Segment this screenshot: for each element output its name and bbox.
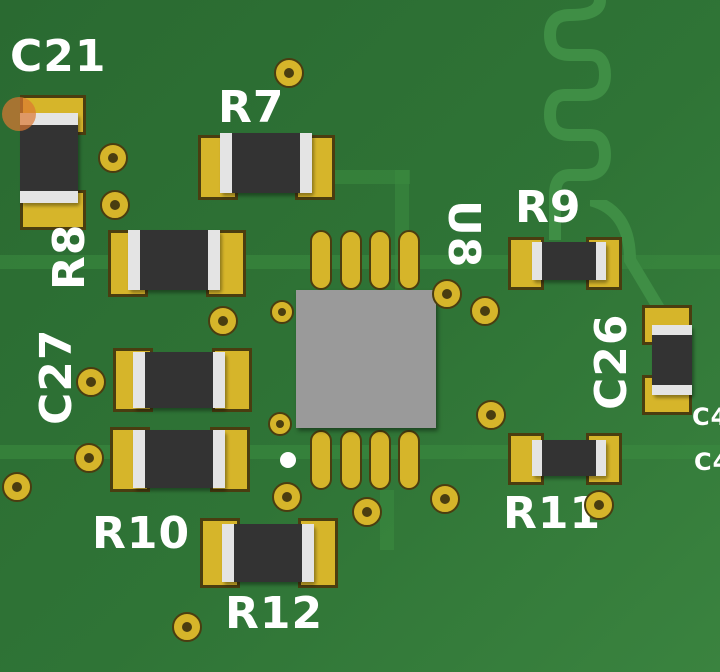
via [74, 443, 104, 473]
terminal-cap [652, 385, 692, 395]
label-r12: R12 [225, 588, 324, 639]
resistor-r10[interactable] [133, 430, 225, 488]
ic-pin [369, 430, 391, 490]
label-c27: C27 [31, 328, 82, 425]
via [208, 306, 238, 336]
serpentine-trace [543, 0, 612, 240]
pin1-marker [2, 97, 36, 131]
terminal-cap [20, 191, 78, 203]
terminal-cap [222, 524, 234, 582]
via [268, 412, 292, 436]
resistor-r12[interactable] [222, 524, 314, 582]
ic-pin [310, 430, 332, 490]
label-r7: R7 [218, 82, 285, 133]
label-c4-partial: C4 [694, 448, 720, 476]
capacitor-c21[interactable] [20, 113, 78, 203]
terminal-cap [128, 230, 140, 290]
ic-pin [340, 430, 362, 490]
trace [380, 490, 394, 550]
via [432, 279, 462, 309]
terminal-cap [652, 325, 692, 335]
terminal-cap [213, 352, 225, 408]
ic-pin [310, 230, 332, 290]
terminal-cap [532, 440, 542, 476]
via [100, 190, 130, 220]
label-r11: R11 [503, 488, 602, 539]
trace [330, 170, 410, 184]
ic-pin [398, 230, 420, 290]
terminal-cap [302, 524, 314, 582]
terminal-cap [532, 242, 542, 280]
capacitor-c26[interactable] [652, 325, 692, 395]
via [76, 367, 106, 397]
via [172, 612, 202, 642]
label-c21: C21 [10, 31, 107, 82]
via [430, 484, 460, 514]
label-c26: C26 [586, 313, 637, 410]
resistor-r8[interactable] [128, 230, 220, 290]
terminal-cap [220, 133, 232, 193]
via [2, 472, 32, 502]
terminal-cap [596, 242, 606, 280]
ic-u8[interactable] [296, 290, 436, 428]
via [270, 300, 294, 324]
label-r8: R8 [44, 223, 95, 291]
via [274, 58, 304, 88]
label-r9: R9 [515, 182, 582, 233]
via [470, 296, 500, 326]
label-r10: R10 [92, 508, 191, 559]
ic-pin [398, 430, 420, 490]
via [272, 482, 302, 512]
resistor-r11[interactable] [532, 440, 606, 476]
trace [590, 200, 666, 314]
terminal-cap [213, 430, 225, 488]
resistor-r9[interactable] [532, 242, 606, 280]
terminal-cap [133, 430, 145, 488]
pin1-dot [280, 452, 296, 468]
terminal-cap [300, 133, 312, 193]
ic-pin [369, 230, 391, 290]
resistor-r7[interactable] [220, 133, 312, 193]
via [476, 400, 506, 430]
via [352, 497, 382, 527]
label-c4-partial: C4 [692, 403, 720, 431]
terminal-cap [596, 440, 606, 476]
ic-pin [340, 230, 362, 290]
via [98, 143, 128, 173]
label-u8: U8 [438, 200, 489, 269]
terminal-cap [208, 230, 220, 290]
capacitor-c27[interactable] [133, 352, 225, 408]
terminal-cap [133, 352, 145, 408]
via [584, 490, 614, 520]
